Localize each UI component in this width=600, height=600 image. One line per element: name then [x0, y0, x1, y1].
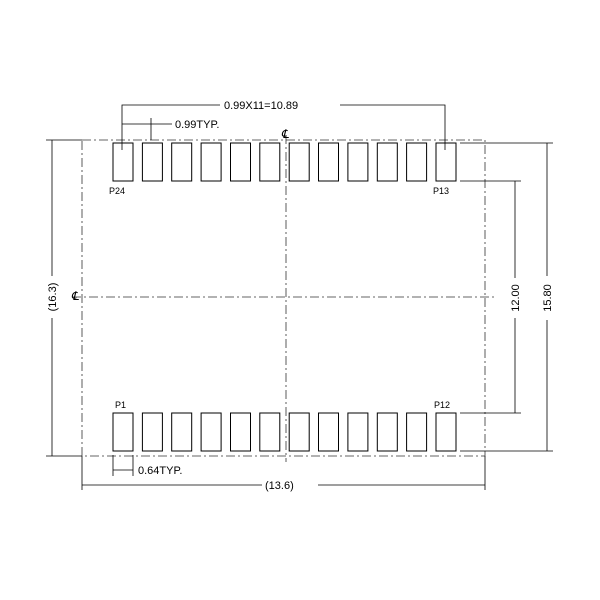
- pin-label-p24: P24: [109, 186, 125, 196]
- pad-p24: [112, 142, 134, 182]
- pad-p11: [406, 412, 428, 452]
- pad-p18: [288, 142, 310, 182]
- pads: [112, 142, 457, 452]
- pad-p19: [259, 142, 281, 182]
- dim-pad-width-text: 0.64TYP.: [138, 465, 182, 477]
- pad-p20: [230, 142, 251, 182]
- dim-pitch: 0.99TYP.: [122, 118, 219, 140]
- pad-p2: [141, 412, 163, 452]
- pad-p16: [347, 142, 369, 182]
- dim-row-outer-text: 15.80: [542, 284, 554, 312]
- pad-p8: [318, 412, 339, 452]
- pad-p17: [318, 142, 339, 182]
- pad-p21: [200, 142, 222, 182]
- dim-row-inner-text: 12.00: [510, 284, 522, 312]
- pad-p12: [435, 412, 457, 452]
- pad-p5: [230, 412, 251, 452]
- pin-label-p12: P12: [434, 400, 450, 410]
- dim-row-inner: 12.00: [460, 180, 522, 414]
- centerline-symbol-left: ℄: [71, 289, 79, 303]
- pad-p4: [200, 412, 222, 452]
- dim-row-outer: 15.80: [460, 142, 554, 452]
- pad-p22: [171, 142, 193, 182]
- pad-p10: [376, 412, 398, 452]
- pin-label-p1: P1: [115, 400, 126, 410]
- pad-p13: [435, 142, 457, 182]
- pad-p9: [347, 412, 369, 452]
- centerline-symbol-top: ℄: [281, 127, 289, 141]
- pad-p1: [112, 412, 134, 452]
- dim-pitch-total: 0.99X11=10.89: [121, 100, 446, 150]
- pad-p15: [376, 142, 398, 182]
- pad-p14: [406, 142, 428, 182]
- dim-pitch-text: 0.99TYP.: [175, 119, 219, 131]
- dim-overall-width-text: (13.6): [265, 480, 294, 492]
- pin-label-p13: P13: [433, 186, 449, 196]
- dim-overall-height: (16.3): [46, 139, 82, 457]
- pad-p3: [171, 412, 193, 452]
- pad-p23: [141, 142, 163, 182]
- pad-p6: [259, 412, 281, 452]
- pad-p7: [288, 412, 310, 452]
- dim-overall-height-text: (16.3): [47, 283, 59, 312]
- dim-pad-width: 0.64TYP.: [112, 455, 182, 477]
- dim-pitch-total-text: 0.99X11=10.89: [224, 100, 298, 112]
- body-outline: [81, 139, 486, 457]
- dim-overall-width: (13.6): [81, 456, 486, 492]
